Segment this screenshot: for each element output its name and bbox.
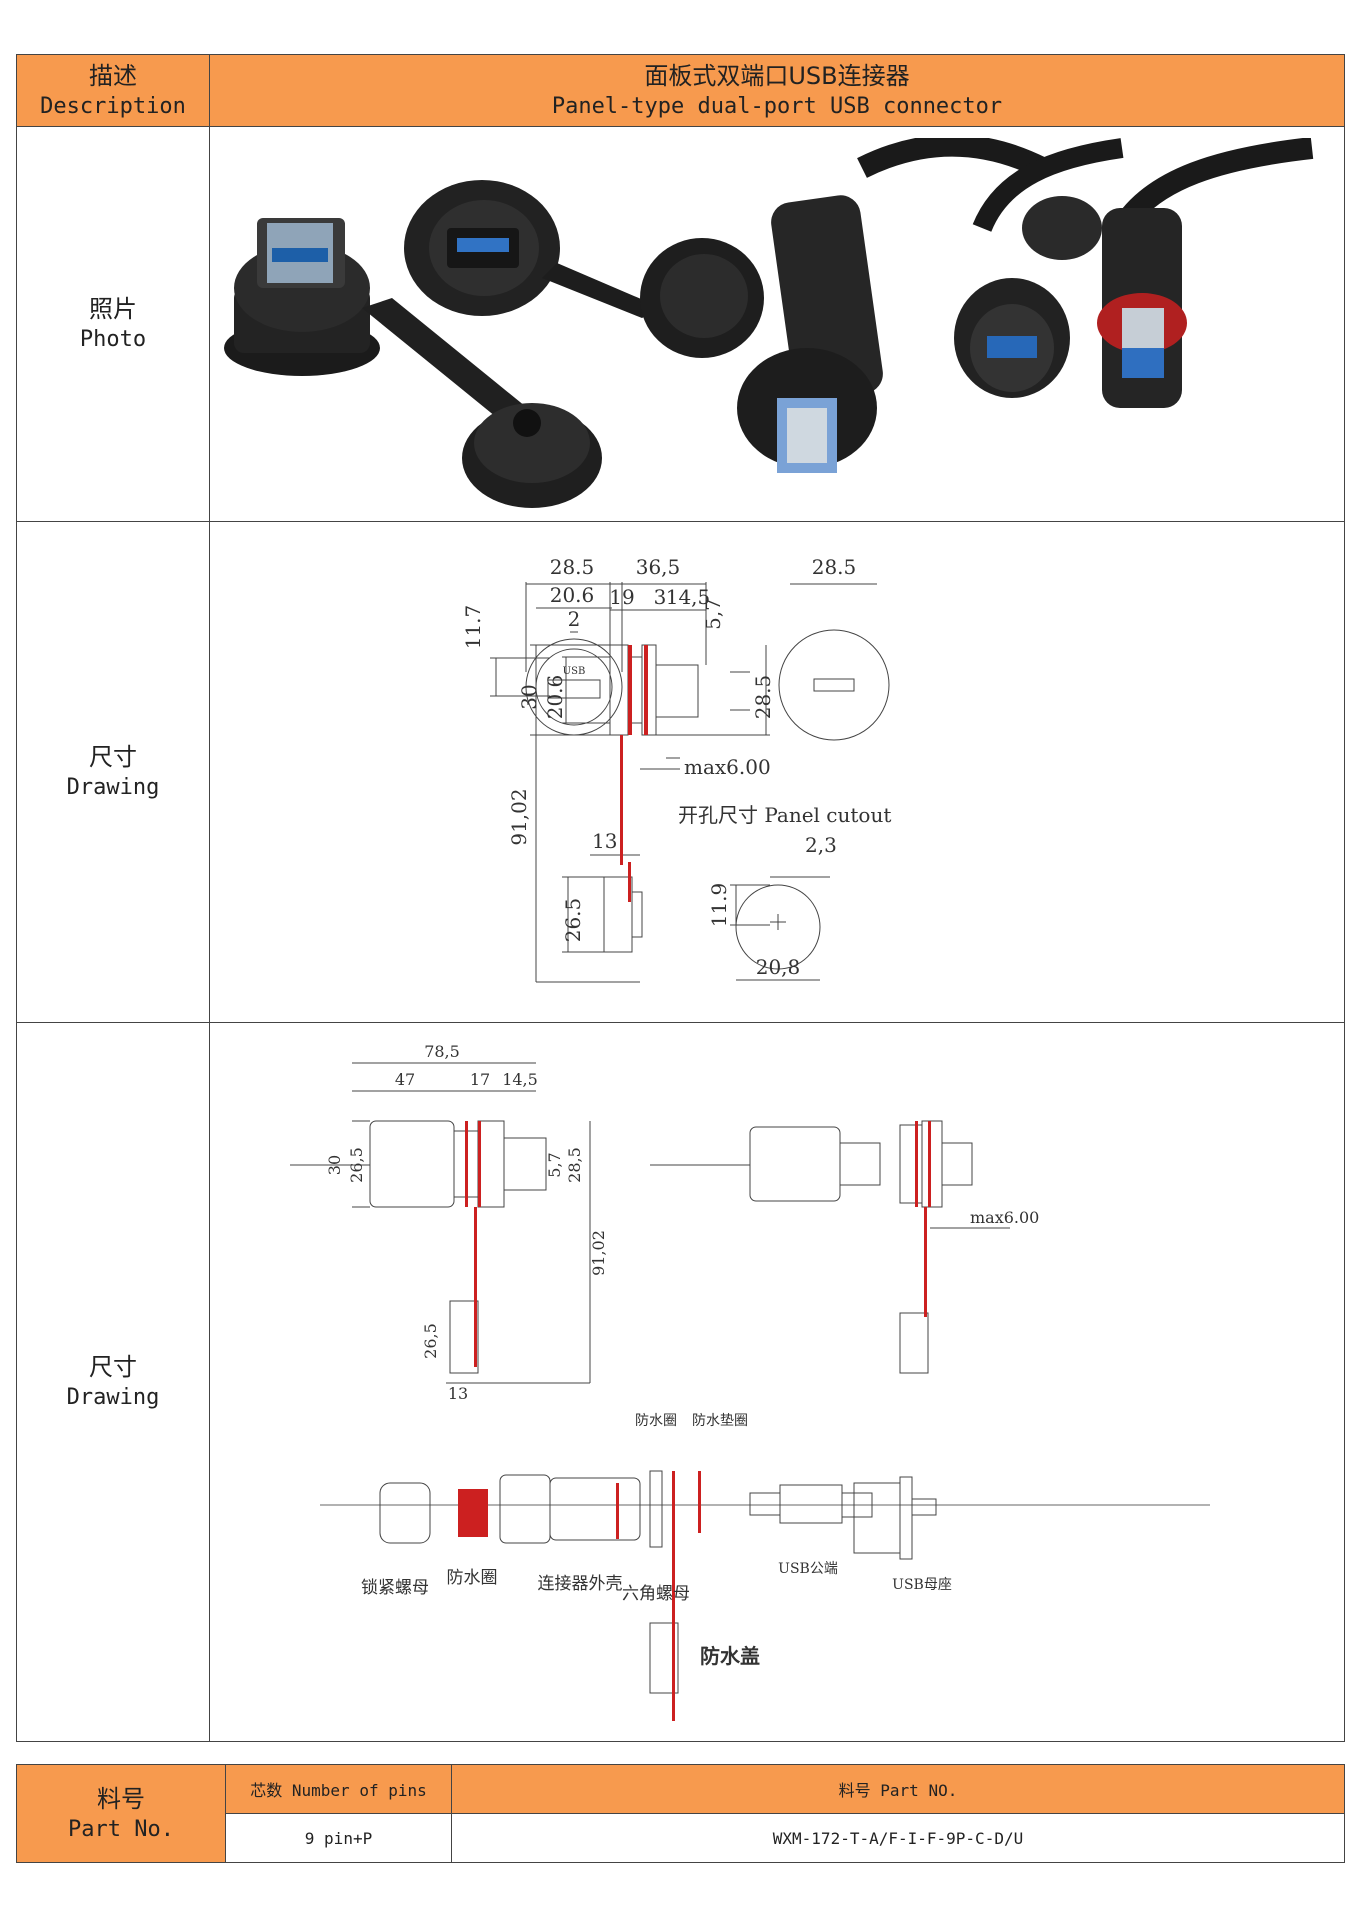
- photo-panel-connector: [224, 180, 764, 508]
- photo-label-cn: 照片: [89, 295, 137, 323]
- header-title-cn: 面板式双端口USB连接器: [644, 61, 910, 90]
- label-fangshuidianquan: 防水垫圈: [692, 1413, 748, 1429]
- drawing2-label-en: Drawing: [66, 1385, 160, 1410]
- product-photo: [222, 138, 1336, 516]
- drawing1-labels: 28.5 20.6 2 11.7 36,5 19 3 14,5 5,7 30 2…: [461, 555, 891, 979]
- header-desc-cn: 描述: [89, 61, 137, 90]
- pins-header: 芯数 Number of pins: [250, 1781, 427, 1800]
- red-seal-lines: [620, 645, 648, 902]
- drawing2-red-parts: [458, 1121, 931, 1721]
- dim-28-5: 28,5: [565, 1147, 584, 1183]
- dim-cap-13: 13: [592, 829, 617, 853]
- drawing2-labels: 78,5 47 17 14,5 30 26,5 5,7 28,5 91,02 2…: [325, 1042, 1039, 1668]
- dim-side-36-5: 36,5: [636, 555, 681, 579]
- dim-side-5-7: 5,7: [701, 598, 725, 630]
- drawing1-label-cell: 尺寸 Drawing: [16, 521, 210, 1023]
- dim-47: 47: [395, 1070, 415, 1089]
- pins-header-cell: 芯数 Number of pins: [225, 1764, 452, 1814]
- dim-front-20-6: 20.6: [550, 583, 595, 607]
- header-title-en: Panel-type dual-port USB connector: [551, 93, 1003, 119]
- dim-cap-26-5: 26.5: [561, 898, 585, 943]
- dim-side-19: 19: [609, 585, 634, 609]
- dim-side-30: 30: [517, 684, 541, 709]
- dim-rear-28-5: 28.5: [812, 555, 857, 579]
- dim-side-28-5: 28.5: [751, 675, 775, 720]
- label-waike: 连接器外壳: [538, 1574, 623, 1594]
- dim-side-20-6: 20.6: [543, 675, 567, 720]
- drawing2-label-cn: 尺寸: [89, 1353, 137, 1381]
- partno-value-cell: WXM-172-T-A/F-I-F-9P-C-D/U: [451, 1813, 1345, 1863]
- dim-cutout-2-3: 2,3: [805, 833, 837, 857]
- pins-value: 9 pin+P: [304, 1828, 373, 1848]
- dim-14-5: 14,5: [502, 1070, 538, 1089]
- drawing1-label-en: Drawing: [66, 775, 160, 800]
- partno-header-cell: 料号 Part NO.: [451, 1764, 1345, 1814]
- dim-length-91: 91,02: [507, 788, 531, 845]
- dim-cutout-11-9: 11.9: [707, 883, 731, 928]
- dim-front-2: 2: [568, 607, 581, 631]
- label-usb-male: USB公端: [778, 1561, 838, 1577]
- dim-30: 30: [325, 1155, 344, 1175]
- dim-side-14-5: 14,5: [666, 585, 711, 609]
- label-usb-female: USB母座: [892, 1577, 952, 1593]
- footer-partno-en: Part No.: [68, 1816, 174, 1842]
- dim-cap-13: 13: [448, 1384, 468, 1403]
- dim-total-78-5: 78,5: [424, 1042, 460, 1061]
- panel-cutout-label: 开孔尺寸 Panel cutout: [678, 803, 891, 827]
- footer-partno-label-cell: 料号 Part No.: [16, 1764, 226, 1863]
- dim-26-5: 26,5: [347, 1147, 366, 1183]
- pins-value-cell: 9 pin+P: [225, 1813, 452, 1863]
- drawing1-label-cn: 尺寸: [89, 743, 137, 771]
- footer-partno-cn: 料号: [97, 1784, 145, 1813]
- dim-5-7: 5,7: [545, 1152, 564, 1177]
- usb-mark: USB: [563, 666, 586, 677]
- dim-max-6: max6.00: [684, 755, 771, 779]
- header-desc-en: Description: [40, 93, 186, 119]
- label-fangshuiquan: 防水圈: [447, 1568, 498, 1588]
- photo-cable-connectors: [737, 138, 1314, 473]
- header-desc-cell: 描述 Description: [16, 54, 210, 127]
- label-fangshuiquan-top: 防水圈: [635, 1413, 677, 1429]
- label-cap: 防水盖: [700, 1644, 760, 1668]
- photo-label-cell: 照片 Photo: [16, 126, 210, 522]
- partno-header: 料号 Part NO.: [838, 1781, 958, 1800]
- label-liujiao: 六角螺母: [622, 1584, 690, 1604]
- partno-value: WXM-172-T-A/F-I-F-9P-C-D/U: [772, 1828, 1024, 1848]
- dim-side-3: 3: [654, 585, 667, 609]
- drawing2-svg: 78,5 47 17 14,5 30 26,5 5,7 28,5 91,02 2…: [290, 1042, 1210, 1721]
- dim-front-28-5: 28.5: [550, 555, 595, 579]
- drawing1-svg: 28.5 20.6 2 11.7 36,5 19 3 14,5 5,7 30 2…: [461, 555, 891, 983]
- drawing2-cell: [209, 1022, 1345, 1742]
- dim-17: 17: [470, 1070, 490, 1089]
- dim-length-91: 91,02: [589, 1230, 608, 1276]
- photo-label-en: Photo: [79, 327, 147, 352]
- dim-front-11-7: 11.7: [461, 605, 485, 650]
- header-title-cell: 面板式双端口USB连接器 Panel-type dual-port USB co…: [209, 54, 1345, 127]
- drawing2-label-cell: 尺寸 Drawing: [16, 1022, 210, 1742]
- dim-max-6: max6.00: [970, 1208, 1039, 1227]
- label-suojin: 锁紧螺母: [361, 1578, 429, 1598]
- dim-cutout-20-8: 20,8: [756, 955, 801, 979]
- dim-cap-26-5: 26,5: [421, 1323, 440, 1359]
